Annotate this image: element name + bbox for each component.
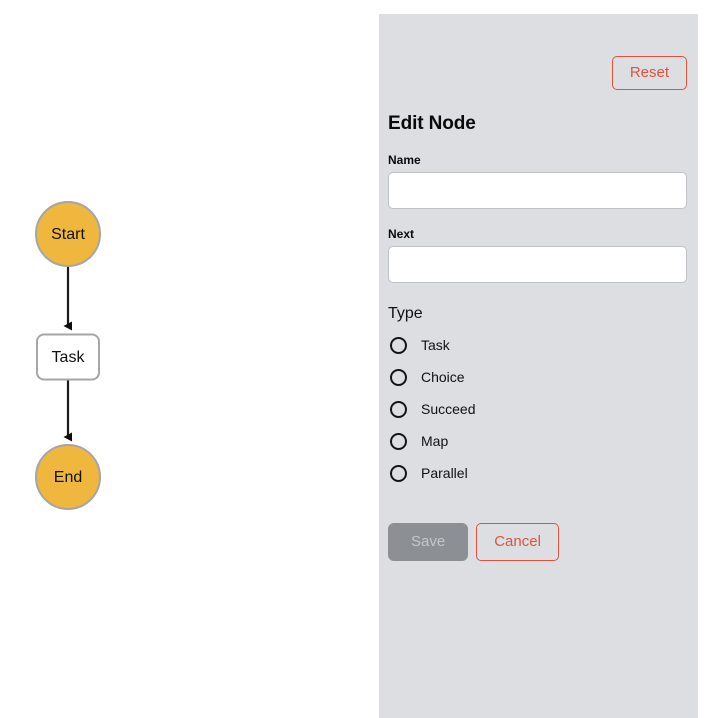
- node-start-label: Start: [51, 226, 85, 243]
- workflow-graph: Start Task End: [35, 201, 101, 510]
- reset-row: Reset: [388, 14, 687, 90]
- name-field-label: Name: [388, 153, 421, 167]
- node-task[interactable]: Task: [36, 333, 100, 381]
- radio-circle-icon[interactable]: [390, 464, 407, 482]
- radio-option-choice[interactable]: Choice: [388, 361, 687, 393]
- edit-node-panel: Reset Edit Node Name Next Type Task Choi…: [379, 14, 698, 718]
- radio-label-parallel: Parallel: [421, 465, 468, 481]
- radio-option-succeed[interactable]: Succeed: [388, 393, 687, 425]
- cancel-button[interactable]: Cancel: [476, 523, 559, 561]
- radio-circle-icon[interactable]: [390, 368, 407, 386]
- next-input[interactable]: [388, 246, 687, 283]
- type-group-label: Type: [388, 305, 423, 322]
- radio-circle-icon[interactable]: [390, 336, 407, 354]
- radio-circle-icon[interactable]: [390, 432, 407, 450]
- radio-option-map[interactable]: Map: [388, 425, 687, 457]
- panel-title: Edit Node: [388, 113, 476, 134]
- name-input[interactable]: [388, 172, 687, 209]
- form-actions: Save Cancel: [388, 523, 687, 561]
- node-end-label: End: [54, 469, 82, 486]
- radio-label-choice: Choice: [421, 369, 465, 385]
- radio-option-parallel[interactable]: Parallel: [388, 457, 687, 489]
- save-button[interactable]: Save: [388, 523, 469, 561]
- node-end[interactable]: End: [35, 444, 101, 510]
- node-start[interactable]: Start: [35, 201, 101, 267]
- radio-option-task[interactable]: Task: [388, 329, 687, 361]
- node-task-label: Task: [52, 349, 86, 366]
- graph-canvas[interactable]: Start Task End: [0, 0, 379, 718]
- next-field-label: Next: [388, 227, 415, 241]
- radio-label-map: Map: [421, 433, 449, 449]
- radio-label-succeed: Succeed: [421, 401, 476, 417]
- radio-label-task: Task: [421, 337, 450, 353]
- reset-button[interactable]: Reset: [611, 56, 687, 90]
- radio-circle-icon[interactable]: [390, 400, 407, 418]
